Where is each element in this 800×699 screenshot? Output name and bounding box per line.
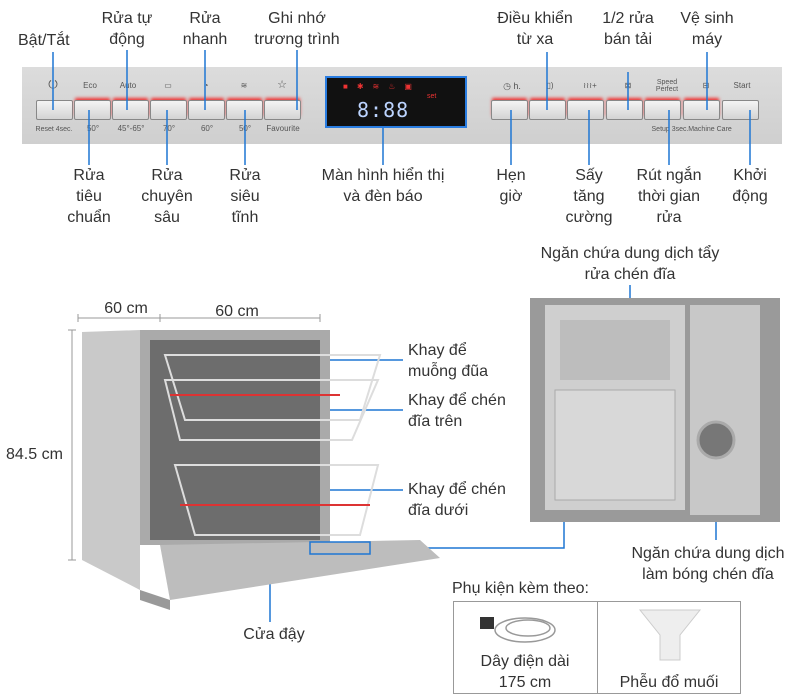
- salt-funnel-image: [638, 609, 702, 661]
- label-half-load: 1/2 rửa bán tải: [602, 10, 654, 48]
- intensive-temp: 70°: [162, 124, 176, 133]
- label-machine-care: Vệ sinh máy: [680, 10, 734, 48]
- dishwasher-image: [82, 330, 440, 610]
- speed-label: Speed Perfect: [655, 79, 679, 93]
- depth-label: 60 cm: [104, 300, 148, 317]
- label-lower-rack: Khay để chén đĩa dưới: [408, 481, 506, 519]
- silent-icon: ≋: [240, 81, 248, 90]
- label-quick-wash: Rửa nhanh: [182, 10, 228, 48]
- reset-text: Reset 4sec.: [35, 126, 73, 133]
- dimension-lines: [68, 314, 321, 561]
- quick-temp: 60°: [200, 124, 214, 133]
- favourite-button[interactable]: [264, 100, 301, 120]
- half-load-button[interactable]: [606, 100, 643, 120]
- detergent-compartment-image: [530, 298, 780, 522]
- label-intensive: Rửa chuyên sâu: [141, 167, 193, 226]
- power-button[interactable]: [36, 100, 73, 120]
- eco-label: Eco: [83, 81, 97, 90]
- label-upper-rack: Khay để chén đĩa trên: [408, 392, 506, 430]
- label-door: Cửa đậy: [243, 626, 305, 643]
- accessories-box: Dây điện dài 175 cm Phễu đổ muối: [453, 601, 741, 694]
- display-time: 8:88: [357, 98, 410, 122]
- auto-button[interactable]: [112, 100, 149, 120]
- care-icon: ⊟: [702, 81, 710, 90]
- favourite-text: Favourite: [266, 124, 300, 133]
- eco-button[interactable]: [74, 100, 111, 120]
- label-timer: Hẹn giờ: [496, 167, 526, 205]
- label-auto-wash: Rửa tự động: [101, 10, 153, 48]
- label-eco: Rửa tiêu chuẩn: [67, 167, 111, 226]
- label-detergent: Ngăn chứa dung dịch tẩy rửa chén đĩa: [540, 245, 720, 283]
- label-favourite: Ghi nhớ trương trình: [254, 10, 340, 48]
- width-label: 60 cm: [215, 303, 259, 320]
- intensive-icon: ▭: [164, 81, 172, 90]
- label-power: Bật/Tắt: [18, 32, 70, 49]
- timer-label: ◷ h.: [503, 81, 521, 91]
- accessories-title: Phụ kiện kèm theo:: [452, 580, 589, 597]
- dry-icon: ≀≀≀+: [583, 81, 597, 90]
- control-panel: ⏻ Eco Auto ▭ ◔ ≋ ☆ Reset 4sec. 50° 45°-6…: [22, 67, 782, 144]
- auto-temp: 45°-65°: [117, 124, 145, 133]
- indicator-icons: ■✱≋♨▣: [343, 82, 421, 91]
- timer-button[interactable]: [491, 100, 528, 120]
- intensive-button[interactable]: [150, 100, 187, 120]
- label-display: Màn hình hiển thị và đèn báo: [321, 167, 445, 205]
- remote-icon: ▯): [546, 81, 554, 90]
- display-set: set: [427, 93, 437, 100]
- speed-button[interactable]: [644, 100, 681, 120]
- label-extra-dry: Sấy tăng cường: [565, 167, 613, 226]
- power-cord-image: [480, 617, 556, 643]
- start-label: Start: [733, 81, 751, 90]
- care-text: Machine Care: [688, 126, 732, 133]
- setup-text: Setup 3sec.: [651, 126, 689, 133]
- label-rinse-aid: Ngăn chứa dung dịch làm bóng chén đĩa: [631, 545, 785, 583]
- label-remote: Điều khiển từ xa: [497, 10, 573, 48]
- accessory-salt-funnel: Phễu đổ muối: [619, 674, 719, 691]
- star-icon: ☆: [277, 79, 287, 91]
- label-cutlery-tray: Khay để muỗng đũa: [408, 342, 489, 380]
- label-speed: Rút ngắn thời gian rửa: [636, 167, 702, 226]
- accessory-power-cord: Dây điện dài 175 cm: [480, 653, 570, 691]
- quick-button[interactable]: [188, 100, 225, 120]
- height-label: 84.5 cm: [6, 446, 63, 463]
- divider: [597, 602, 598, 693]
- care-button[interactable]: [683, 100, 720, 120]
- eco-temp: 50°: [86, 124, 100, 133]
- dry-button[interactable]: [567, 100, 604, 120]
- quick-icon: ◔: [203, 81, 209, 90]
- label-start: Khởi động: [732, 167, 768, 205]
- display-screen: ■✱≋♨▣ 8:88 set: [325, 76, 467, 128]
- label-silent: Rửa siêu tĩnh: [229, 167, 261, 226]
- auto-label: Auto: [119, 81, 137, 90]
